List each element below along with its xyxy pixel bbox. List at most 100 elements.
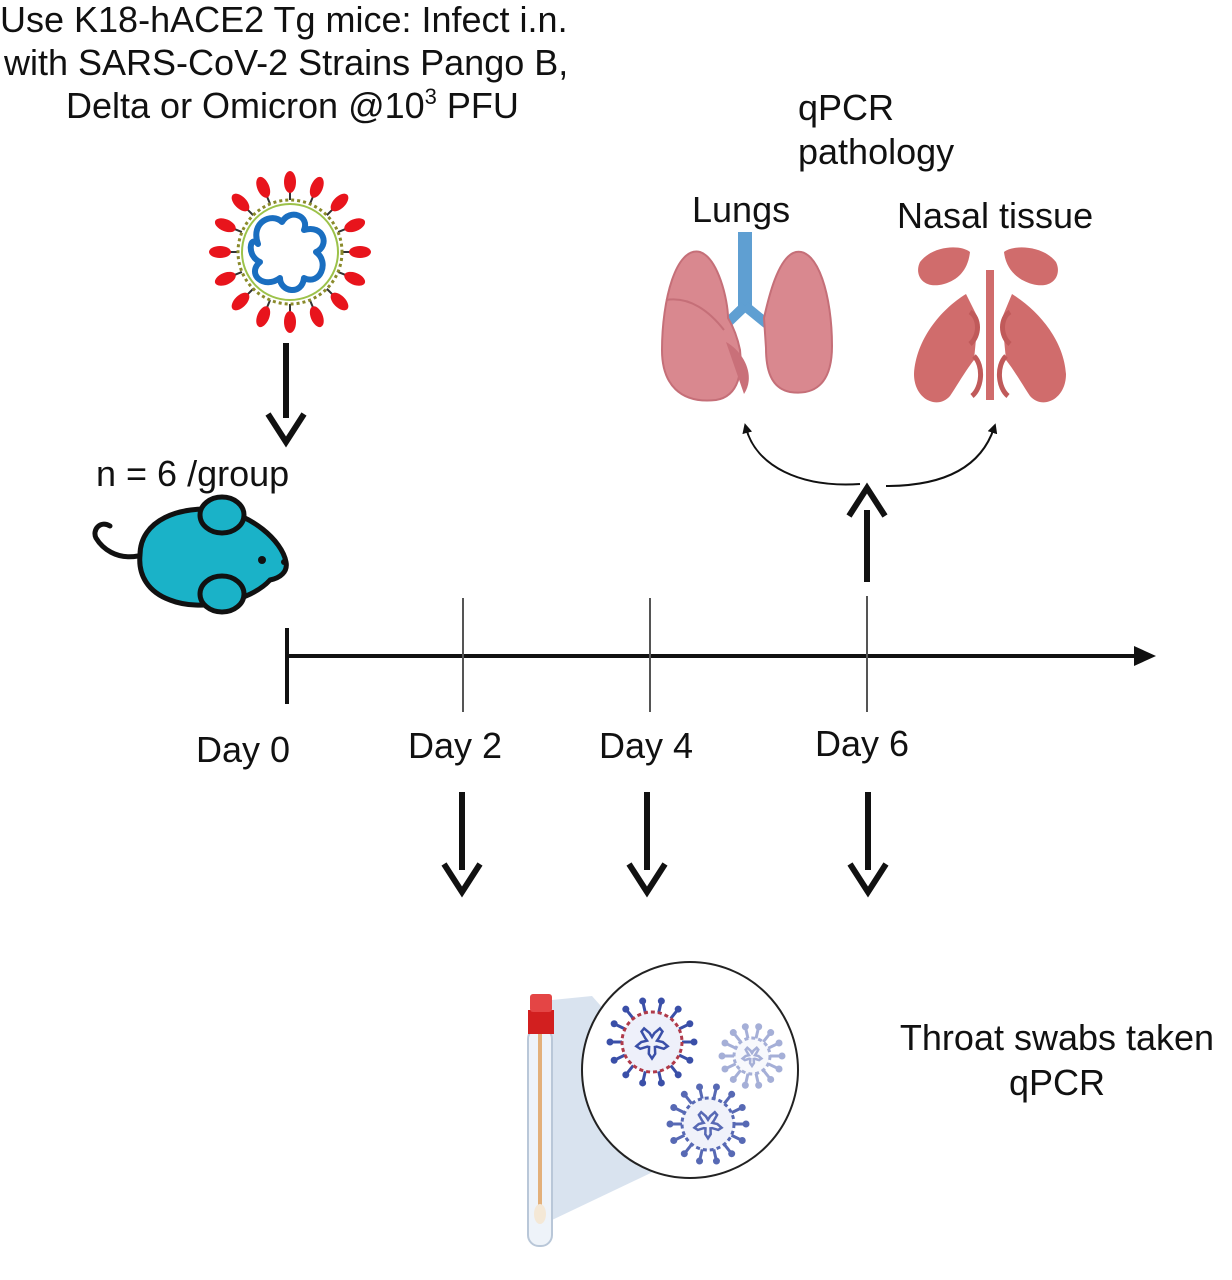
swab-virus-rna: [740, 1046, 764, 1069]
swab-virus-spike: [657, 1002, 663, 1014]
nasal-cavity-icon: [914, 247, 1066, 403]
swab-virus-spike-tip: [666, 1120, 674, 1128]
swab-virus-spike-tip: [741, 1023, 749, 1031]
swab-virus-spike-tip: [778, 1052, 786, 1060]
swab-virus-spike-tip: [775, 1039, 783, 1047]
throat-swab-label: Throat swabs taken qPCR: [882, 1016, 1232, 1104]
swab-virus-spike-tip: [657, 997, 665, 1005]
virus-spike: [214, 271, 236, 286]
study-design-text: Use K18-hACE2 Tg mice: Infect i.n. with …: [0, 0, 650, 128]
header-line-3-exponent: 3: [424, 84, 437, 110]
swab-virus-spike: [762, 1069, 771, 1079]
swab-virus-spike: [698, 1088, 704, 1099]
swab-virus-spike: [744, 1028, 750, 1039]
virus-spike: [284, 311, 296, 333]
swab-virus-spike-tip: [680, 1150, 688, 1158]
swab-virus-spike-tip: [610, 1020, 618, 1028]
swab-virus-spike-tip: [718, 1052, 726, 1060]
swab-virus-spike-tip: [738, 1136, 746, 1144]
header-line-3: Delta or Omicron @103 PFU: [0, 84, 650, 127]
swab-virus-spike-tip: [686, 1020, 694, 1028]
virus-spike: [256, 306, 271, 328]
swab-virus-spike: [684, 1094, 693, 1105]
virus-spike: [344, 271, 366, 286]
swab-virus-spike: [754, 1028, 760, 1039]
virus-icon: [209, 171, 371, 333]
swab-virus-spike-tip: [674, 1071, 682, 1079]
day-6-swab-arrow: [847, 792, 889, 898]
swab-virus-spike-tip: [712, 1083, 720, 1091]
swab-virus-envelope: [732, 1036, 772, 1076]
day-4-swab-arrow: [626, 792, 668, 898]
header-line-3-suffix: PFU: [436, 85, 519, 127]
swab-virus-spike: [726, 1042, 737, 1050]
swab-virus-spike: [615, 1053, 626, 1061]
swab-virus-spike-tip: [767, 1029, 775, 1037]
swab-virus-spike: [723, 1143, 732, 1154]
swab-virus-spike: [674, 1133, 686, 1141]
swab-virus-spike: [684, 1143, 693, 1154]
swab-virus-spike: [726, 1062, 737, 1070]
nasal-tissue-label: Nasal tissue: [897, 195, 1094, 236]
swab-virus-spike: [678, 1053, 689, 1061]
swab-virus-spike: [641, 1002, 647, 1014]
swab-virus-spike-tip: [775, 1065, 783, 1073]
swab-virus-spike-tip: [657, 1079, 665, 1087]
readout-qpcr-label: qPCR: [798, 87, 895, 128]
throat-swab-line-1: Throat swabs taken: [899, 1017, 1215, 1058]
virus-spike: [330, 193, 349, 212]
swab-virus-spike: [625, 1064, 635, 1075]
swab-virus-spike-tip: [738, 1104, 746, 1112]
swab-virus-spike: [730, 1133, 742, 1141]
swab-virus-particle: [666, 1083, 750, 1165]
infection-arrow: [265, 343, 307, 448]
swab-virus-envelope: [680, 1096, 736, 1152]
swab-virus-spike-tip: [680, 1090, 688, 1098]
swab-virus-spike: [762, 1033, 771, 1043]
day-0-label: Day 0: [196, 729, 291, 770]
virus-spike: [284, 171, 296, 193]
header-line-2: with SARS-CoV-2 Strains Pango B,: [4, 42, 569, 84]
swab-virus-spike-tip: [639, 997, 647, 1005]
swab-virus-spike: [712, 1088, 718, 1099]
header-line-1: Use K18-hACE2 Tg mice: Infect i.n.: [0, 0, 568, 40]
swab-virus-spike-tip: [674, 1005, 682, 1013]
lungs-icon: [660, 232, 834, 402]
swab-virus-spike: [674, 1107, 686, 1115]
day-4-label: Day 4: [599, 725, 694, 766]
swab-virus-spike: [767, 1062, 778, 1070]
swab-virus-spike: [678, 1023, 689, 1031]
swab-virus-spike-tip: [686, 1056, 694, 1064]
swab-virus-spike: [641, 1070, 647, 1082]
swab-virus-spike: [730, 1107, 742, 1115]
swab-virus-spike-tip: [721, 1039, 729, 1047]
swab-virus-particle: [606, 997, 698, 1087]
swab-virus-spike-tip: [729, 1029, 737, 1037]
virus-spike: [309, 306, 324, 328]
readout-pathology-label: pathology: [798, 131, 955, 172]
swab-virus-spike-tip: [696, 1157, 704, 1165]
swab-virus-spike-tip: [610, 1056, 618, 1064]
swab-virus-spike-tip: [690, 1038, 698, 1046]
swab-virus-spike: [615, 1023, 626, 1031]
header-line-3-prefix: Delta or Omicron @10: [66, 85, 425, 127]
swab-virus-spike-tip: [755, 1023, 763, 1031]
swab-virus-particle: [718, 1023, 786, 1089]
swab-virus-spike-tip: [742, 1120, 750, 1128]
swab-virus-spike: [625, 1009, 635, 1020]
swab-virus-spike-tip: [721, 1065, 729, 1073]
swab-virus-spike-tip: [728, 1150, 736, 1158]
throat-swab-line-2: qPCR: [1008, 1062, 1106, 1104]
group-size-label: n = 6 /group: [96, 453, 290, 494]
swab-virus-spike: [669, 1009, 679, 1020]
virus-spike: [349, 246, 371, 258]
day-6-label: Day 6: [815, 723, 910, 764]
mouse-icon: [92, 494, 289, 615]
swab-virus-spike: [669, 1064, 679, 1075]
day-2-label: Day 2: [408, 725, 503, 766]
day-2-swab-arrow: [441, 792, 483, 898]
virus-spike: [344, 218, 366, 233]
swab-virus-rna: [634, 1026, 670, 1061]
virus-spike: [231, 292, 250, 311]
